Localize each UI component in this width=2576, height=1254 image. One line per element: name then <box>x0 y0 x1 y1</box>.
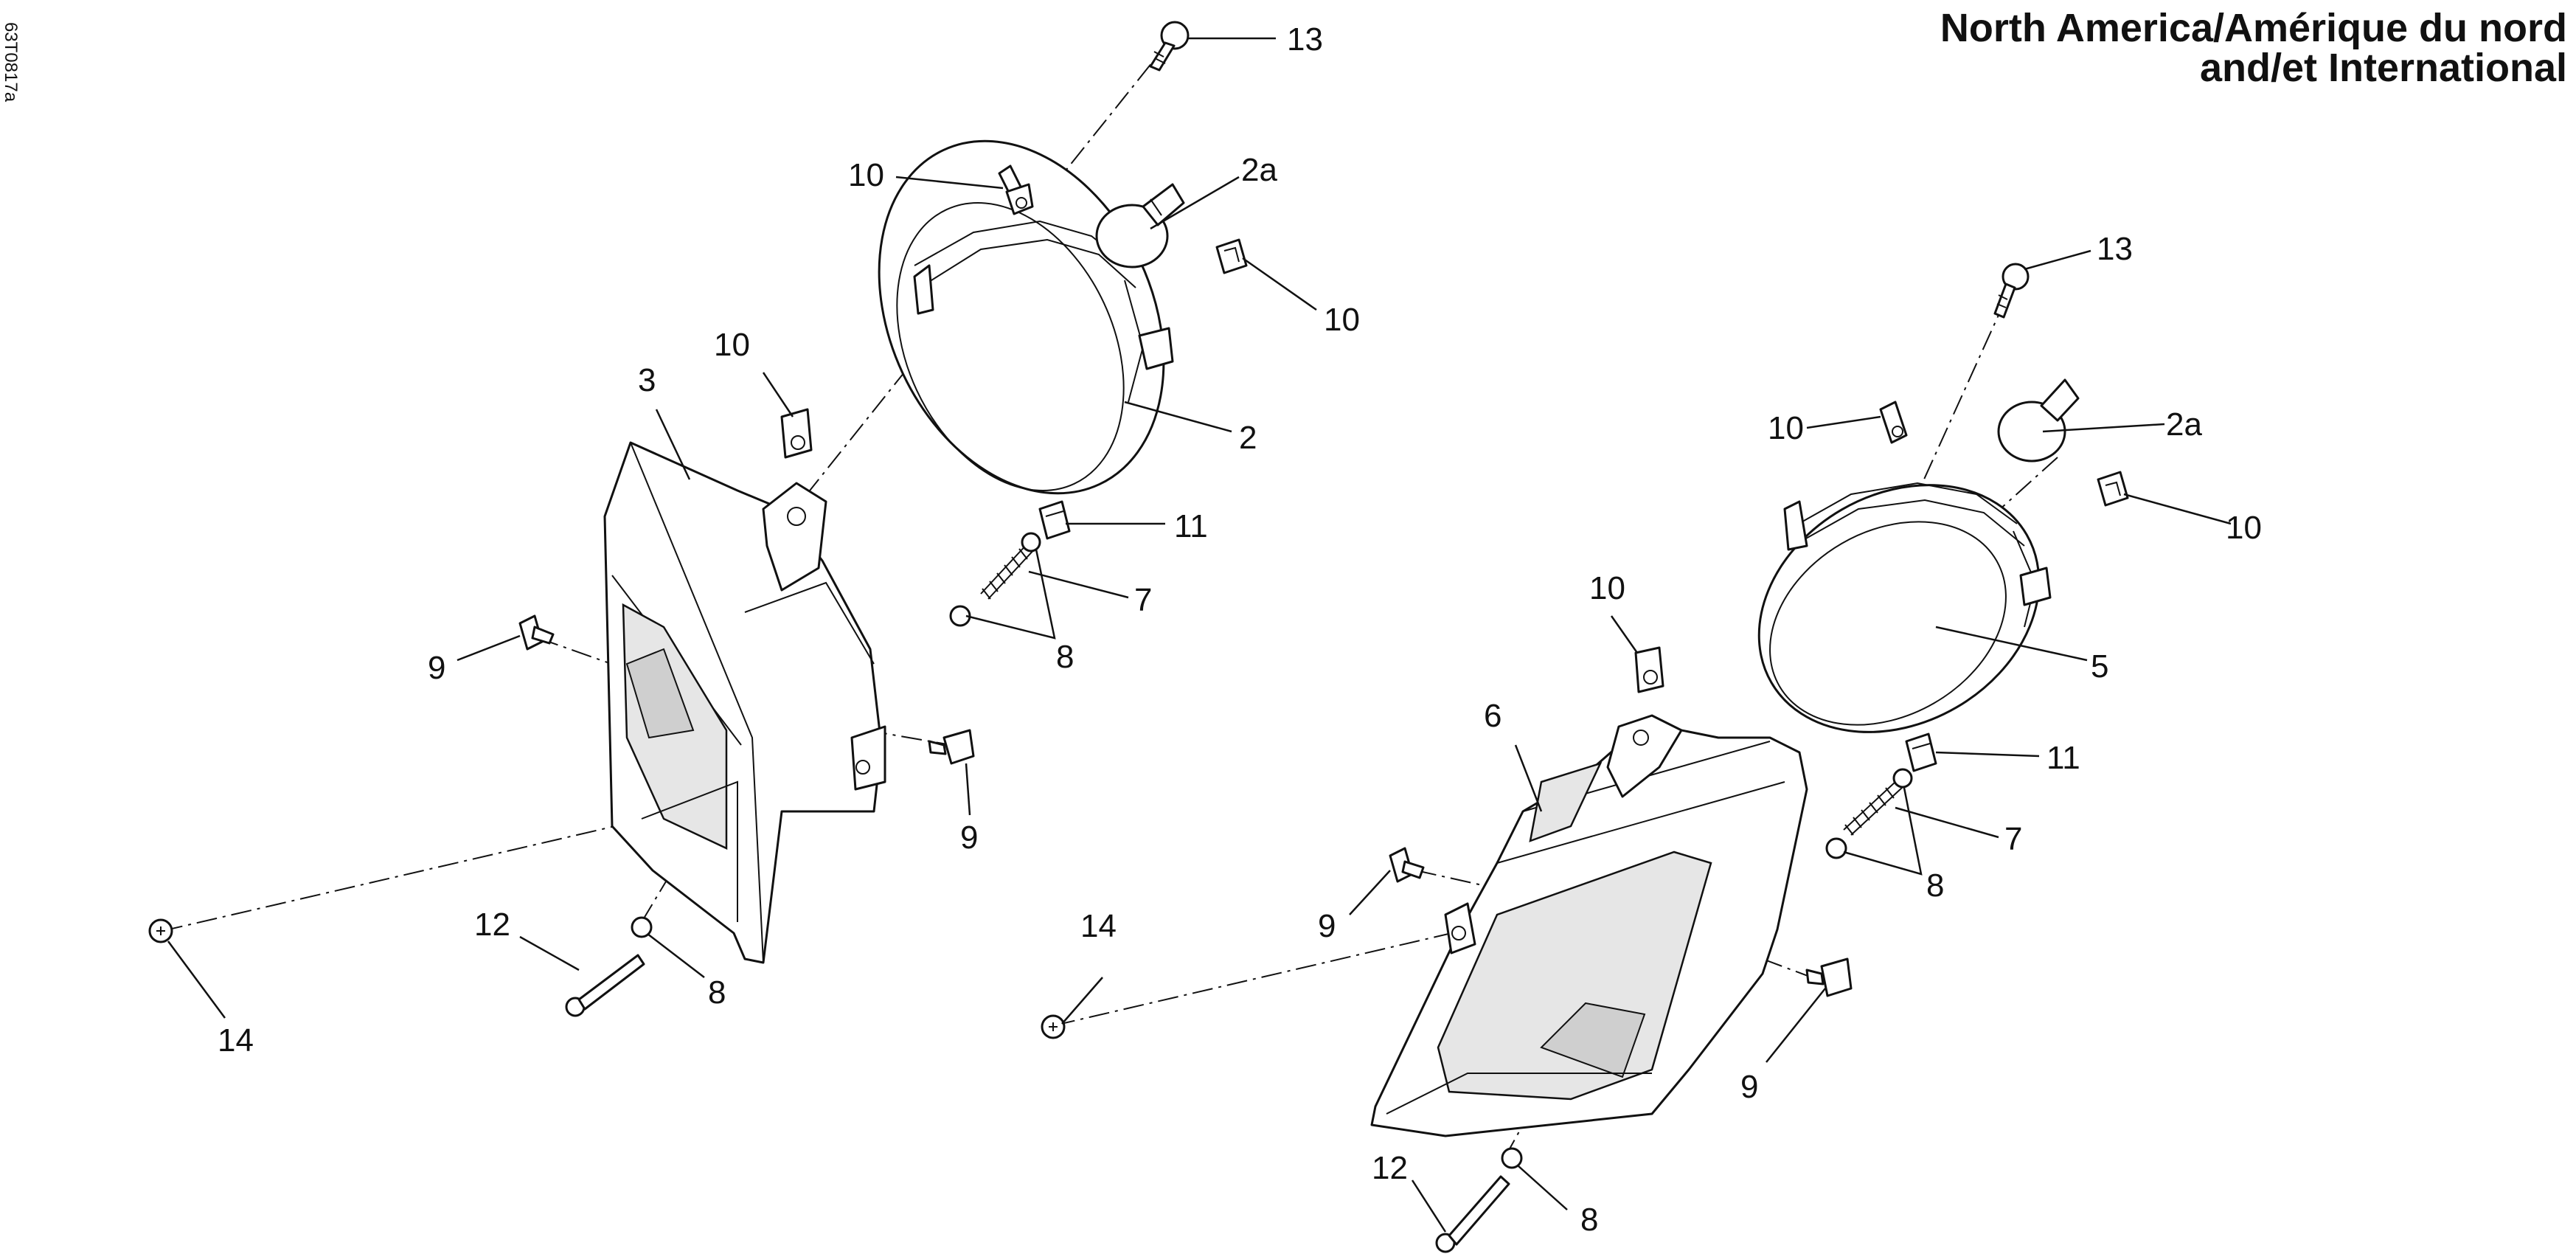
callout-r-8a: 8 <box>1926 867 1944 904</box>
callout-r-9b: 9 <box>1740 1069 1758 1105</box>
leader-r-7 <box>1895 806 1999 839</box>
callout-l-8a: 8 <box>1056 639 1074 675</box>
callout-r-2a: 2a <box>2166 406 2202 443</box>
leader-l-12 <box>519 935 580 971</box>
leader-r-10c <box>1610 615 1639 654</box>
left-nut-14 <box>148 918 173 943</box>
right-nut-14 <box>1041 1014 1066 1039</box>
callout-r-10a: 10 <box>1768 410 1804 446</box>
leader-l-10a <box>895 176 1004 190</box>
right-headlamp-housing <box>1370 714 1808 1137</box>
left-clip-11 <box>1038 500 1071 540</box>
callout-l-2a: 2a <box>1241 152 1277 188</box>
leader-l-3 <box>655 409 691 480</box>
right-clip-10b <box>2097 471 2129 507</box>
callout-r-10c: 10 <box>1589 570 1625 606</box>
callout-r-10b: 10 <box>2226 510 2262 546</box>
leader-l-9b <box>965 763 971 816</box>
leader-r-8b <box>1517 1165 1568 1210</box>
right-washer-8a <box>1825 837 1847 859</box>
right-clip-10c <box>1634 646 1664 693</box>
left-assembly-axis-bulb <box>788 36 1173 517</box>
right-washer-8b <box>1892 768 1913 789</box>
right-headlamp-unit <box>1757 482 2052 733</box>
callout-r-6: 6 <box>1484 698 1501 734</box>
leader-l-10b <box>1242 257 1317 311</box>
callout-l-11: 11 <box>1174 508 1208 544</box>
callout-l-9b: 9 <box>960 820 978 856</box>
right-clip-11 <box>1905 732 1937 772</box>
callout-l-13: 13 <box>1287 21 1323 58</box>
region-title-line2: and/et International <box>2199 46 2567 90</box>
callout-l-10c: 10 <box>714 327 750 363</box>
right-rivet-9a <box>1389 847 1425 883</box>
callout-l-8b: 8 <box>708 974 726 1011</box>
leader-r-11 <box>1935 751 2040 758</box>
right-assembly-axis-14 <box>1054 929 1468 1026</box>
left-bolt-12 <box>565 954 645 1017</box>
callout-l-2: 2 <box>1239 420 1257 456</box>
leader-l-2 <box>1124 401 1232 433</box>
callout-r-13: 13 <box>2097 231 2133 267</box>
leader-r-8a <box>1843 787 1923 876</box>
leader-r-14 <box>1061 977 1103 1025</box>
right-screw-13 <box>1993 263 2030 319</box>
leader-r-6 <box>1514 744 1543 812</box>
callout-r-7: 7 <box>2004 821 2022 857</box>
leader-l-14 <box>167 940 226 1019</box>
region-title-line1: North America/Amérique du nord <box>1940 6 2567 50</box>
callout-r-12: 12 <box>1372 1150 1408 1186</box>
callout-l-3: 3 <box>638 362 656 398</box>
left-clip-10b <box>1215 238 1248 274</box>
leader-r-10a <box>1806 415 1881 429</box>
leader-r-9b <box>1766 988 1826 1063</box>
left-clip-10a <box>998 164 1034 215</box>
left-headlamp-housing <box>603 441 886 964</box>
left-washer-8b <box>1021 532 1041 552</box>
right-clip-10a <box>1879 401 1908 444</box>
left-washer-8c <box>631 916 653 938</box>
right-assembly-axis-9a <box>1415 870 1483 886</box>
callout-l-12: 12 <box>474 907 510 943</box>
leader-r-5 <box>1935 626 2088 662</box>
leader-r-12 <box>1411 1179 1447 1233</box>
left-rivet-9a <box>518 614 555 651</box>
right-rivet-9b <box>1805 957 1853 997</box>
callout-l-7: 7 <box>1134 582 1152 618</box>
callout-l-14: 14 <box>218 1022 254 1059</box>
leader-l-9a <box>456 634 521 662</box>
leader-l-2a <box>1150 176 1240 230</box>
left-rivet-9b <box>928 729 975 765</box>
callout-r-5: 5 <box>2091 648 2108 685</box>
callout-l-10b: 10 <box>1324 302 1360 338</box>
right-bulb <box>1997 378 2080 463</box>
leader-r-10b <box>2123 493 2232 525</box>
leader-l-8b <box>647 933 705 978</box>
callout-r-11: 11 <box>2046 740 2080 776</box>
callout-r-8b: 8 <box>1580 1202 1598 1238</box>
right-bolt-12 <box>1435 1175 1510 1253</box>
leader-r-9a <box>1349 870 1391 915</box>
leader-l-10c <box>762 372 794 418</box>
left-spring-7 <box>980 541 1037 600</box>
left-clip-10c <box>780 408 813 459</box>
leader-r-13 <box>2024 249 2091 271</box>
right-washer-8c <box>1501 1147 1523 1169</box>
right-spring-7 <box>1843 781 1903 836</box>
leader-l-8a <box>965 549 1056 640</box>
leader-r-2a <box>2042 423 2165 433</box>
leader-l-7 <box>1028 570 1129 599</box>
left-bulb <box>1095 183 1185 269</box>
callout-r-9a: 9 <box>1318 908 1336 944</box>
callout-r-14: 14 <box>1080 908 1117 944</box>
callout-l-9a: 9 <box>428 650 445 686</box>
callout-l-10a: 10 <box>848 157 884 193</box>
left-screw-13 <box>1149 21 1190 72</box>
